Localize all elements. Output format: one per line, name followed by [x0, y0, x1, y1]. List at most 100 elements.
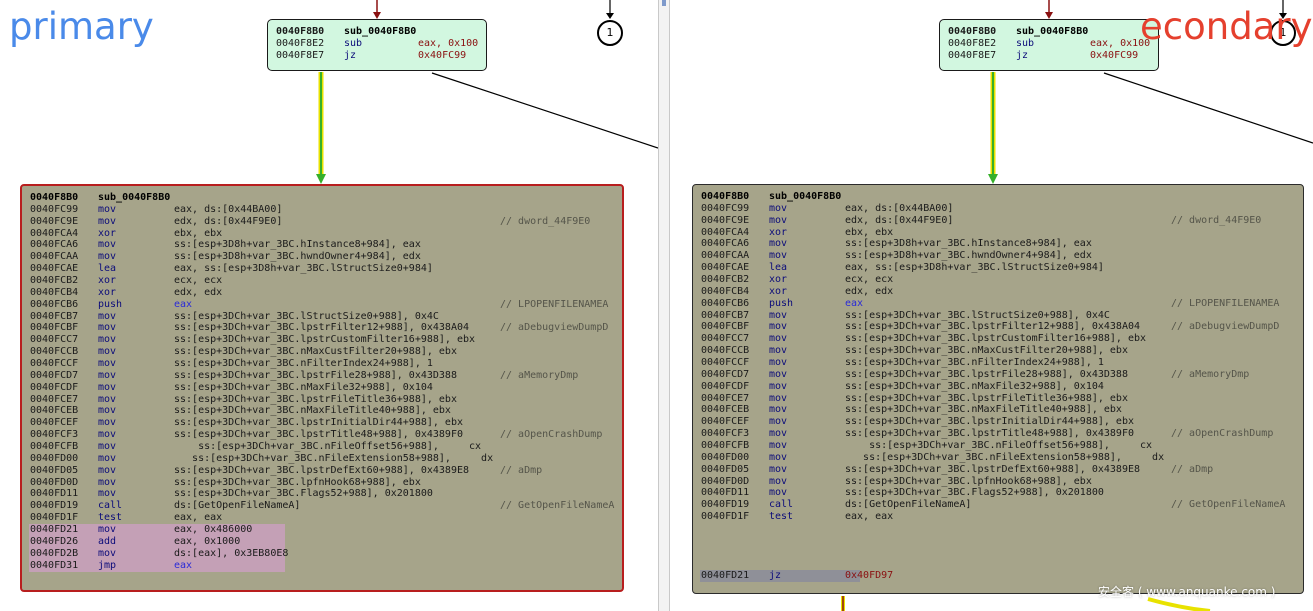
patched-instruction-highlight — [29, 559, 285, 572]
block-header-address: 0040F8B0 — [701, 191, 750, 202]
patched-instruction-highlight — [29, 547, 285, 560]
pane-splitter[interactable] — [658, 0, 670, 611]
instr-operands: ss:[esp+3DCh+var_3BC.lpstrFileTitle36+98… — [174, 393, 457, 405]
instr-address: 0040FD11 — [701, 487, 750, 499]
instr-mnemonic: mov — [98, 429, 117, 441]
instr-operands: ss:[esp+3DCh+var_3BC.lStructSize0+988], … — [174, 310, 439, 322]
instr-operands: ss:[esp+3DCh+var_3BC.lStructSize0+988], … — [845, 309, 1110, 321]
entry-block[interactable]: 0040F8B0 sub_0040F8B0 0040F8E2 sub eax, … — [267, 19, 487, 71]
instr-address: 0040FCF3 — [701, 428, 750, 440]
secondary-label: econdary — [1140, 5, 1313, 48]
instr-address: 0040FC9E — [701, 214, 750, 226]
instr-operands: eax — [174, 559, 193, 571]
instr-comment: // aDmp — [500, 464, 543, 476]
instr-address: 0040F8E7 — [948, 50, 997, 61]
entry-block[interactable]: 0040F8B0 sub_0040F8B0 0040F8E2 sub eax, … — [939, 19, 1159, 71]
instr-address: 0040FC99 — [30, 203, 79, 215]
incoming-edge-arrowhead — [1045, 12, 1053, 19]
instr-operands: ss:[esp+3D8h+var_3BC.hInstance8+984], ea… — [174, 239, 421, 251]
instr-address: 0040FCE7 — [701, 392, 750, 404]
node-ref-circle[interactable]: 1 — [1270, 20, 1296, 46]
instr-mnemonic: mov — [98, 215, 117, 227]
node-ref-label: 1 — [606, 26, 614, 39]
instr-address: 0040FCFB — [701, 440, 750, 452]
instr-mnemonic: sub — [344, 38, 363, 49]
node-ref-circle[interactable]: 1 — [597, 20, 623, 46]
instr-operands: ebx, ebx — [845, 226, 894, 238]
instr-mnemonic: mov — [769, 428, 788, 440]
primary-graph-pane[interactable]: 1 0040F8B0 sub_0040F8B0 0040F8E2 sub eax… — [0, 0, 658, 611]
instr-operands: ss:[esp+3D8h+var_3BC.hInstance8+984], ea… — [845, 238, 1092, 250]
exit-edge-branch — [1147, 597, 1211, 611]
instr-address: 0040FC99 — [701, 202, 750, 214]
instr-comment: // aMemoryDmp — [1171, 368, 1250, 380]
instr-mnemonic: mov — [98, 358, 117, 370]
instr-mnemonic: call — [769, 499, 794, 511]
instr-address: 0040FD2B — [30, 547, 79, 559]
jump-highlight — [700, 570, 860, 583]
